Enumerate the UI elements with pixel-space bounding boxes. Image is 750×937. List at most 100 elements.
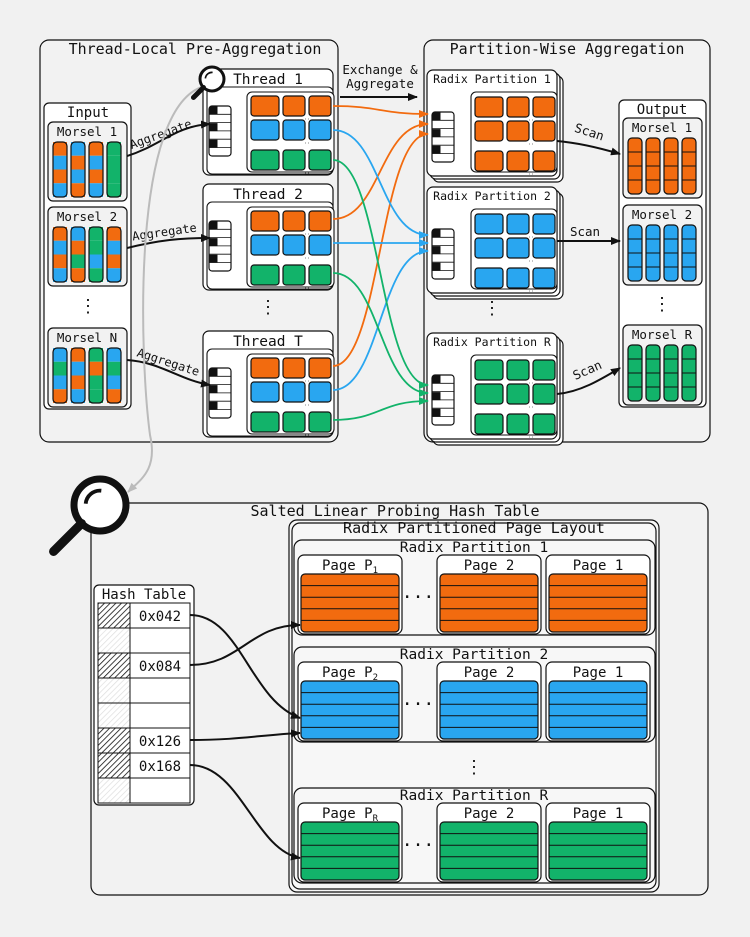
bucket-cell: [506, 237, 530, 259]
bucket-cell: [474, 383, 504, 405]
thread-row-blue: [250, 234, 332, 259]
scan-arrow-3: [556, 367, 621, 395]
bar-segment: [53, 375, 67, 390]
hash-slot-value: [129, 677, 191, 704]
hash-slot-value: [129, 752, 191, 779]
bar-segment: [89, 169, 103, 184]
bar-segment: [89, 142, 103, 156]
hash-slot-salt: [97, 652, 131, 679]
output-bar: [645, 224, 661, 282]
hash-slot-empty: [97, 677, 131, 704]
mini-table-marker: [432, 145, 441, 154]
hash-slot-salt: [97, 602, 131, 629]
partition-row: [474, 150, 556, 175]
radix-partition-label: Radix Partition 1: [433, 72, 551, 86]
mini-table-marker: [209, 123, 218, 132]
page-label: Page 2: [464, 558, 515, 574]
bucket-cell: [282, 95, 306, 117]
scan-label-2: Scan: [570, 224, 600, 239]
input-bar: [88, 347, 104, 404]
bucket-cell: [474, 413, 504, 435]
glare: [204, 71, 213, 79]
thread-row-orange: [250, 95, 332, 120]
bar-segment: [53, 361, 67, 376]
page-records: [439, 573, 539, 633]
partition-row: [474, 359, 556, 384]
hash-slot-value: [129, 777, 191, 804]
page-label: Page 2: [464, 806, 515, 822]
thread-row-blue: [250, 381, 332, 406]
bar-segment: [89, 361, 103, 376]
bar-segment: [107, 227, 121, 241]
hash-slot-empty: [97, 702, 131, 729]
page-label-subscript: 2: [373, 673, 378, 683]
bar-outline: [88, 347, 104, 404]
hash-slot-value: [129, 702, 191, 729]
input-bar: [88, 226, 104, 283]
bar-segment: [107, 240, 121, 255]
page-label-subscript: 1: [373, 566, 378, 576]
partition-row: [474, 383, 556, 408]
mini-table-marker: [209, 385, 218, 394]
output-bar: [645, 137, 661, 195]
page-ellipsis: ···: [402, 694, 435, 715]
zoom-arrow: [127, 85, 206, 493]
aggregate-arrow-1: [126, 120, 211, 157]
input-bar: [52, 226, 68, 283]
bucket-cell: [308, 381, 332, 403]
bar-segment: [53, 155, 67, 170]
bucket-cell: [532, 383, 556, 405]
page-records-outline: [439, 821, 539, 881]
hash-slot-value: [129, 602, 191, 629]
lens: [198, 65, 226, 93]
hash-pointer-1: [189, 614, 301, 719]
bucket-cell: [282, 210, 306, 232]
output-ellipsis: ⋮: [653, 294, 671, 315]
mini-table-marker: [432, 246, 441, 255]
thread-label: Thread 1: [233, 72, 303, 88]
output-bar: [663, 224, 679, 282]
thread-row-green: [250, 264, 332, 289]
page-ellipsis: ···: [402, 835, 435, 856]
output-bar: [627, 344, 643, 402]
hash-entry: 0x084: [139, 659, 181, 675]
bucket-cell: [282, 234, 306, 256]
bucket-cell: [308, 149, 332, 171]
hash-slot-salt: [97, 727, 131, 754]
thread-ellipsis: ⋮: [259, 297, 277, 318]
mini-table-marker: [432, 129, 441, 138]
input-ellipsis: ⋮: [79, 296, 97, 317]
bucket-cell: [474, 150, 504, 172]
bucket-cell: [474, 96, 504, 118]
scan-arrow-1: [556, 140, 621, 156]
bucket-cell: [308, 411, 332, 433]
mini-table-marker: [432, 375, 441, 384]
bar-segment: [89, 268, 103, 282]
aggregate-arrow-2: [126, 234, 211, 249]
bar-segment: [53, 348, 67, 362]
bucket-cell: [250, 95, 280, 117]
page-records-outline: [548, 821, 648, 881]
bar-segment: [89, 254, 103, 269]
bucket-cell: [308, 119, 332, 141]
partition-row: [474, 120, 556, 145]
partition-hash-table: [431, 374, 455, 426]
output-morsel-label: Morsel R: [632, 327, 693, 342]
hash-pointer-2: [189, 621, 301, 666]
thread-row-blue: [250, 119, 332, 144]
bucket-cell: [282, 119, 306, 141]
page-records-outline: [548, 680, 648, 740]
bar-segment: [53, 254, 67, 269]
glare: [83, 488, 102, 505]
radix-partition-label: Radix Partition R: [433, 335, 551, 349]
mini-table-marker: [432, 408, 441, 417]
partition-row: [474, 96, 556, 121]
input-bar: [52, 141, 68, 198]
page-ellipsis: ···: [402, 587, 435, 608]
bar-segment: [89, 389, 103, 403]
bar-segment: [107, 389, 121, 403]
partition-row: [474, 267, 556, 292]
hash-table-section-title: Salted Linear Probing Hash Table: [251, 502, 540, 520]
bar-segment: [71, 155, 85, 170]
